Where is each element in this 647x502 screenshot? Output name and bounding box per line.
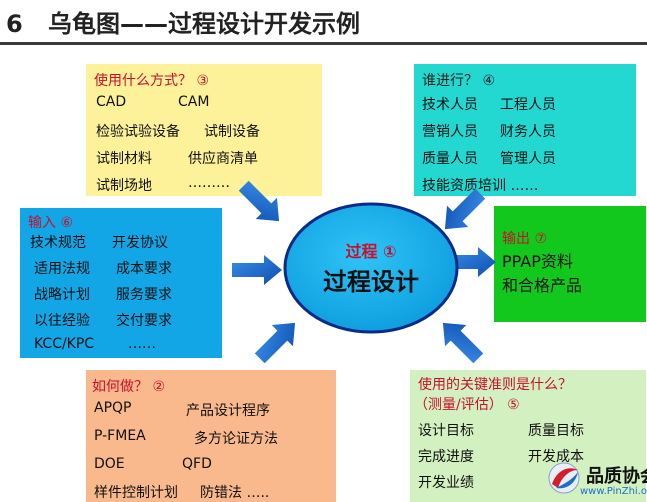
criteria-item: 质量目标 <box>528 423 584 439</box>
logo-url: www.PinZhi.org <box>580 486 647 497</box>
center-process: 过程 ① 过程设计 <box>281 200 461 336</box>
who-item: 营销人员 <box>422 124 478 140</box>
output-item: 和合格产品 <box>502 276 583 295</box>
box-output: 输出 ⑦ PPAP资料 和合格产品 <box>494 206 646 322</box>
pinzhi-logo: 品质协会 www.PinZhi.org <box>544 458 647 502</box>
input-item: 服务要求 <box>116 287 172 303</box>
title-text: 乌龟图——过程设计开发示例 <box>48 10 360 38</box>
input-item: 适用法规 <box>34 261 90 277</box>
arrow-input-icon <box>232 255 282 285</box>
input-item: …… <box>128 336 156 352</box>
input-item: 成本要求 <box>116 261 172 277</box>
input-item: 以往经验 <box>34 313 90 329</box>
pinzhi-logo-icon <box>548 462 580 494</box>
how-item: P-FMEA <box>94 428 146 444</box>
criteria-header-2: （测量/评估） ⑤ <box>414 397 520 413</box>
output-item: PPAP资料 <box>502 252 573 271</box>
output-header: 输出 ⑦ <box>502 231 548 247</box>
input-item: 交付要求 <box>116 313 172 329</box>
arrow-who-icon <box>444 188 486 230</box>
who-item: 技术人员 <box>422 97 478 113</box>
logo-name: 品质协会 <box>586 466 647 487</box>
how-item: APQP <box>94 400 132 416</box>
how-item: 防错法 ….. <box>200 485 270 501</box>
who-item: 质量人员 <box>422 151 478 167</box>
who-item: 管理人员 <box>500 151 556 167</box>
how-item: 产品设计程序 <box>186 403 270 419</box>
box-methods: 使用什么方式？ ③ CAD CAM 检验试验设备 试制设备 试制材料 供应商清单… <box>86 64 322 196</box>
center-label-top: 过程 ① <box>345 242 397 261</box>
box-input: 输入 ⑥ 技术规范 开发协议 适用法规 成本要求 战略计划 服务要求 以往经验 … <box>20 208 222 358</box>
center-ellipse <box>283 202 459 334</box>
arrow-methods-icon <box>238 180 280 222</box>
methods-item: CAD <box>96 94 127 110</box>
who-item: 工程人员 <box>500 97 556 113</box>
box-who: 谁进行？ ④ 技术人员 工程人员 营销人员 财务人员 质量人员 管理人员 技能资… <box>414 64 636 196</box>
arrow-how-icon <box>254 322 296 364</box>
methods-item: 检验试验设备 <box>96 124 180 140</box>
arrow-output-icon <box>446 247 496 277</box>
methods-item: CAM <box>178 94 210 110</box>
who-item: 技能资质培训 …… <box>422 178 539 194</box>
methods-header: 使用什么方式？ ③ <box>94 73 210 89</box>
criteria-item: 设计目标 <box>418 423 474 439</box>
how-item: DOE <box>94 456 125 472</box>
how-item: 样件控制计划 <box>94 485 178 501</box>
methods-item: 试制材料 <box>96 151 152 167</box>
how-item: 多方论证方法 <box>194 431 278 447</box>
center-label-main: 过程设计 <box>323 268 419 296</box>
box-how: 如何做？ ② APQP 产品设计程序 P-FMEA 多方论证方法 DOE QFD… <box>86 370 336 502</box>
methods-item: 试制场地 <box>96 178 152 194</box>
title-divider <box>0 42 647 45</box>
methods-item: 试制设备 <box>204 124 260 140</box>
who-item: 财务人员 <box>500 124 556 140</box>
methods-item: 供应商清单 <box>188 151 258 167</box>
input-header: 输入 ⑥ <box>28 215 74 231</box>
input-item: 战略计划 <box>34 287 90 303</box>
title-number: 6 <box>6 10 23 38</box>
input-item: 开发协议 <box>112 235 168 251</box>
how-header: 如何做？ ② <box>92 379 166 395</box>
methods-item: ……… <box>188 175 230 191</box>
who-header: 谁进行？ ④ <box>422 73 496 89</box>
criteria-item: 开发业绩 <box>418 475 474 491</box>
criteria-item: 开发成本 <box>528 449 584 465</box>
input-item: 技术规范 <box>30 235 86 251</box>
input-item: KCC/KPC <box>34 336 95 352</box>
box-criteria: 使用的关键准则是什么？ （测量/评估） ⑤ 设计目标 质量目标 完成进度 开发成… <box>410 370 646 502</box>
how-item: QFD <box>182 456 212 472</box>
criteria-header-1: 使用的关键准则是什么？ <box>418 377 572 393</box>
page-title: 6 乌龟图——过程设计开发示例 <box>6 4 360 39</box>
arrow-criteria-icon <box>442 322 484 364</box>
criteria-item: 完成进度 <box>418 449 474 465</box>
